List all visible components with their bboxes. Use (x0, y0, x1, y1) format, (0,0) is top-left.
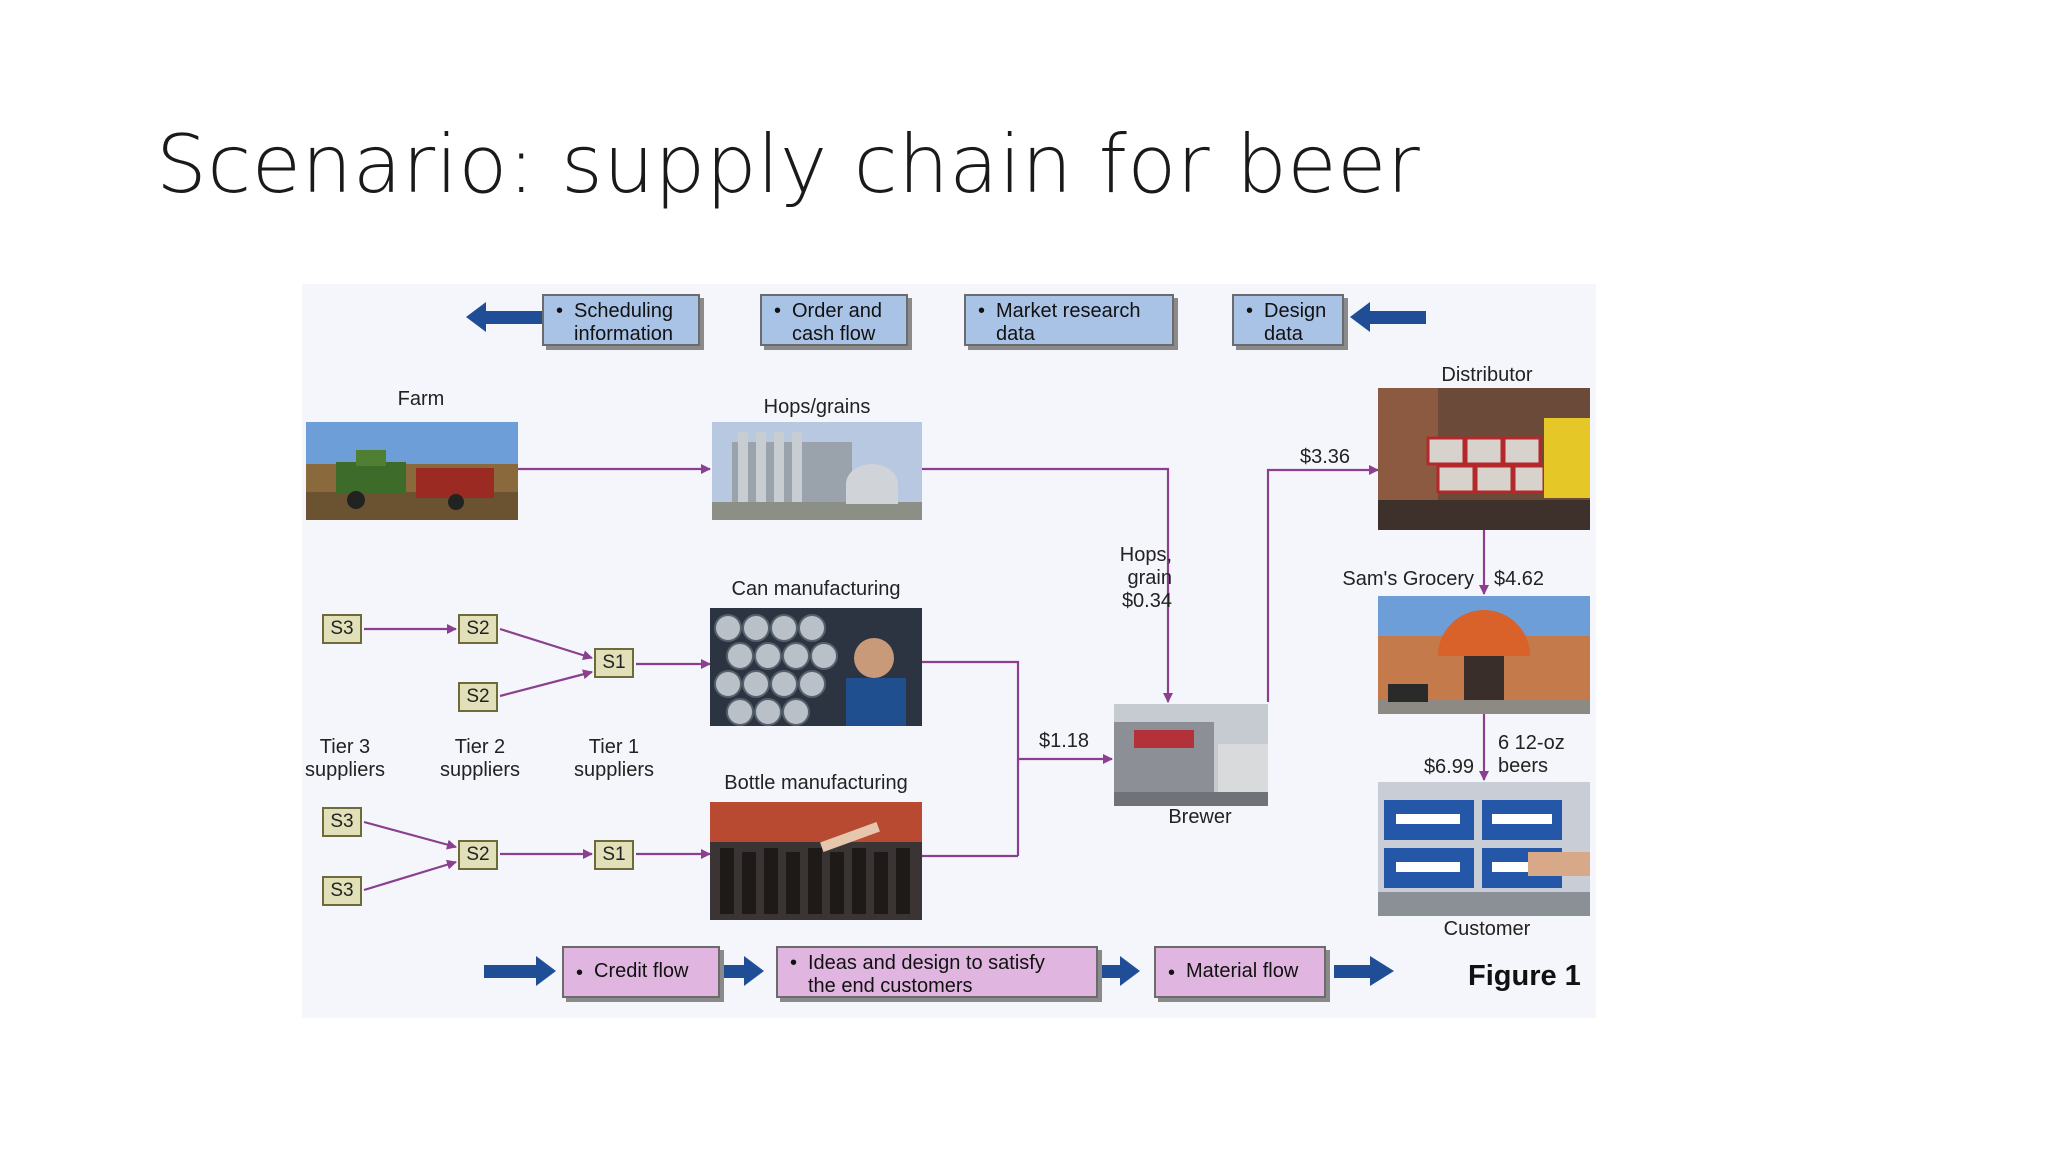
flow-box-label: Ideas and design to satisfy the end cust… (808, 952, 1045, 997)
brewer-label: Brewer (1168, 806, 1232, 828)
supplier-s3-box: S3 (322, 876, 362, 906)
tier1-label: Tier 1 suppliers (573, 736, 655, 781)
flow-box-scheduling-information: Scheduling information (542, 294, 700, 346)
flow-box-label: Order and cash flow (792, 300, 883, 345)
farm-photo (306, 422, 518, 520)
supplier-s1-box: S1 (594, 648, 634, 678)
distributor-price: $3.36 (1299, 446, 1351, 468)
flow-box-design-data: Design data (1232, 294, 1344, 346)
flow-box-order-and-cash-flow: Order and cash flow (760, 294, 908, 346)
can-manufacturing-photo (710, 608, 922, 726)
flow-box-label: Market research data (996, 300, 1141, 345)
grocery-label: Sam's Grocery (1342, 568, 1474, 590)
material-flow-lines (363, 464, 1489, 892)
bottle-manufacturing-photo (710, 802, 922, 920)
flow-box-market-research-data: Market research data (964, 294, 1174, 346)
distributor-label: Distributor (1441, 364, 1533, 386)
grocery-price: $4.62 (1494, 568, 1545, 590)
flow-box-label: Credit flow (594, 960, 689, 982)
pack-size-label: 6 12-oz beers (1498, 732, 1565, 777)
flow-box-label: Scheduling information (574, 300, 673, 345)
tier3-label: Tier 3 suppliers (304, 736, 386, 781)
slide-title: Scenario: supply chain for beer (156, 118, 1421, 211)
can-manufacturing-label: Can manufacturing (731, 578, 901, 600)
hops-grains-label: Hops/grains (763, 396, 871, 418)
bottom-flow-arrows (484, 956, 1394, 986)
container-price: $1.18 (1038, 730, 1090, 752)
farm-label: Farm (397, 388, 445, 410)
supplier-s2-box: S2 (458, 682, 498, 712)
supplier-s2-box: S2 (458, 614, 498, 644)
hops-grains-photo (712, 422, 922, 520)
tier2-label: Tier 2 suppliers (439, 736, 521, 781)
bottle-manufacturing-label: Bottle manufacturing (724, 772, 908, 794)
customer-label: Customer (1443, 918, 1531, 940)
customer-photo (1378, 782, 1590, 916)
flow-box-material-flow: Material flow (1154, 946, 1326, 998)
distributor-photo (1378, 388, 1590, 530)
figure-label: Figure 1 (1468, 960, 1581, 992)
customer-price: $6.99 (1423, 756, 1474, 778)
supplier-s1-box: S1 (594, 840, 634, 870)
supplier-s3-box: S3 (322, 807, 362, 837)
flow-box-label: Material flow (1186, 960, 1299, 982)
flow-box-label: Design data (1264, 300, 1327, 345)
supplier-s3-box: S3 (322, 614, 362, 644)
flow-box-ideas-and-design: Ideas and design to satisfy the end cust… (776, 946, 1098, 998)
brewer-photo (1114, 704, 1268, 806)
supply-chain-figure: Scheduling information Order and cash fl… (302, 284, 1596, 1018)
supplier-s2-box: S2 (458, 840, 498, 870)
hops-grain-price: Hops, grain $0.34 (1119, 544, 1172, 612)
flow-box-credit-flow: Credit flow (562, 946, 720, 998)
grocery-photo (1378, 596, 1590, 714)
